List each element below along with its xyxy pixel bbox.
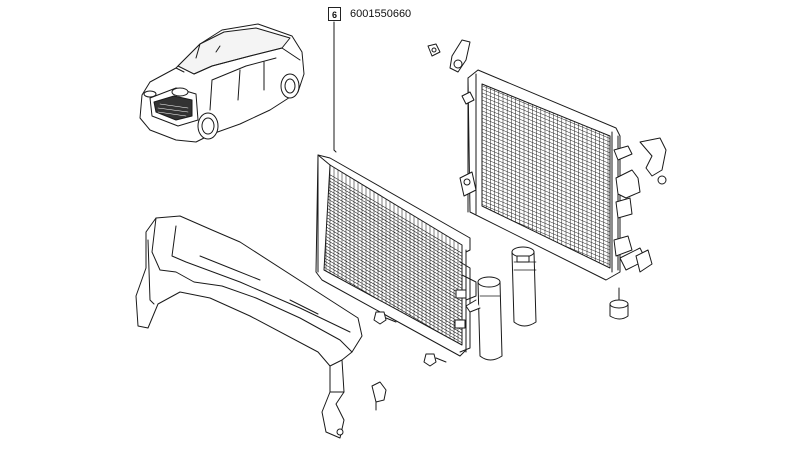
condenser <box>315 154 477 357</box>
air-deflector <box>135 215 363 439</box>
vehicle-icon <box>139 23 305 143</box>
callout-index-box: 6 <box>328 7 341 21</box>
receiver-drier <box>465 246 537 361</box>
callout-leader <box>333 21 337 153</box>
radiator <box>449 39 667 281</box>
fasteners <box>371 43 629 411</box>
part-number-label: 6001550660 <box>350 8 412 20</box>
